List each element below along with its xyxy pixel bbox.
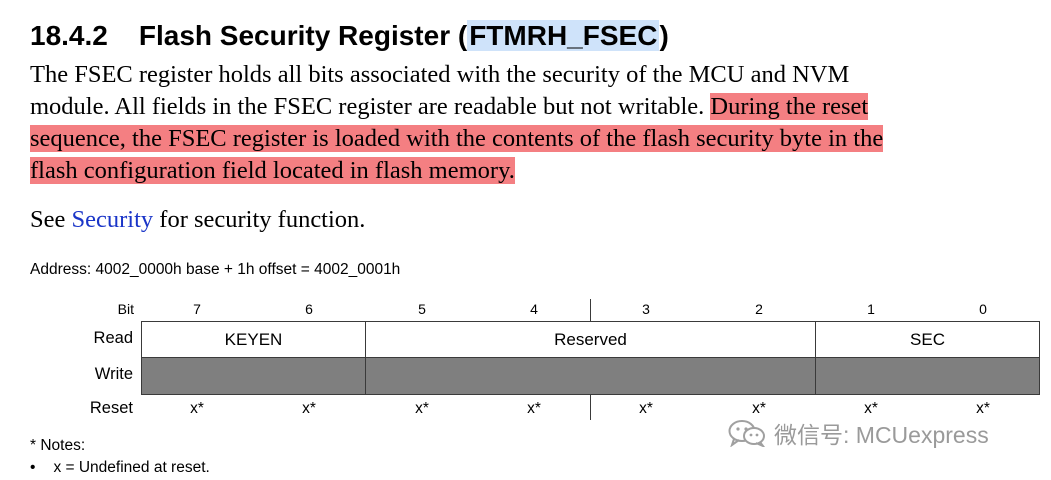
register-name-highlight[interactable]: FTMRH_FSEC (467, 20, 660, 51)
reset-value-bit1: x* (864, 400, 878, 417)
heading-text: Flash Security Register ( (138, 20, 468, 51)
paragraph-line-2-plain: module. All fields in the FSEC register … (30, 93, 711, 120)
reset-value-bit6: x* (302, 400, 316, 417)
section-number: 18.4.2 (30, 20, 108, 51)
section-heading: 18.4.2 Flash Security Register (FTMRH_FSE… (30, 20, 669, 52)
bit-number-3: 3 (642, 301, 650, 317)
row-label-read: Read (93, 329, 133, 347)
field-reserved: Reserved (365, 321, 816, 358)
highlight-line-3: sequence, the FSEC register is loaded wi… (30, 125, 884, 152)
write-cell-keyen (141, 357, 366, 395)
nibble-divider-bottom (590, 395, 591, 420)
bit-header-label: Bit (117, 301, 134, 317)
nibble-divider-top (590, 299, 591, 321)
bit-number-4: 4 (530, 301, 538, 317)
watermark: 微信号: MCUexpress (728, 416, 989, 450)
register-address: Address: 4002_0000h base + 1h offset = 4… (30, 261, 401, 278)
see-security-line: See Security for security function. (30, 204, 365, 236)
bit-number-7: 7 (193, 301, 201, 317)
reset-value-bit4: x* (527, 400, 541, 417)
row-label-reset: Reset (89, 399, 133, 417)
reset-value-bit2: x* (752, 400, 766, 417)
reset-value-bit3: x* (639, 400, 653, 417)
field-sec: SEC (815, 321, 1040, 358)
write-cell-sec (815, 357, 1040, 395)
reset-value-bit7: x* (190, 400, 204, 417)
see-suffix: for security function. (153, 206, 366, 233)
notes-title: * Notes: (30, 437, 86, 454)
paragraph-line-3: sequence, the FSEC register is loaded wi… (30, 123, 884, 155)
wechat-icon (728, 420, 765, 447)
paragraph-line-1: The FSEC register holds all bits associa… (30, 61, 850, 88)
see-prefix: See (30, 206, 72, 233)
bit-number-0: 0 (979, 301, 987, 317)
highlight-line-4: flash configuration field located in fla… (30, 157, 515, 184)
write-cell-reserved (365, 357, 816, 395)
bullet-glyph: • (30, 459, 36, 476)
paragraph-line-4: flash configuration field located in fla… (30, 155, 515, 187)
bit-number-5: 5 (418, 301, 426, 317)
highlight-during-reset: During the reset (710, 93, 869, 120)
field-keyen: KEYEN (141, 321, 366, 358)
notes-item-text: x = Undefined at reset. (53, 459, 210, 476)
bit-number-1: 1 (867, 301, 875, 317)
watermark-text: 微信号: MCUexpress (774, 422, 989, 448)
paragraph-line-2: module. All fields in the FSEC register … (30, 91, 869, 123)
bit-number-2: 2 (755, 301, 763, 317)
heading-close: ) (659, 20, 669, 51)
reset-value-bit5: x* (415, 400, 429, 417)
row-label-write: Write (94, 365, 133, 383)
notes-item: • x = Undefined at reset. (30, 459, 210, 477)
bit-number-6: 6 (305, 301, 313, 317)
security-link[interactable]: Security (71, 206, 154, 233)
reset-value-bit0: x* (976, 400, 990, 417)
